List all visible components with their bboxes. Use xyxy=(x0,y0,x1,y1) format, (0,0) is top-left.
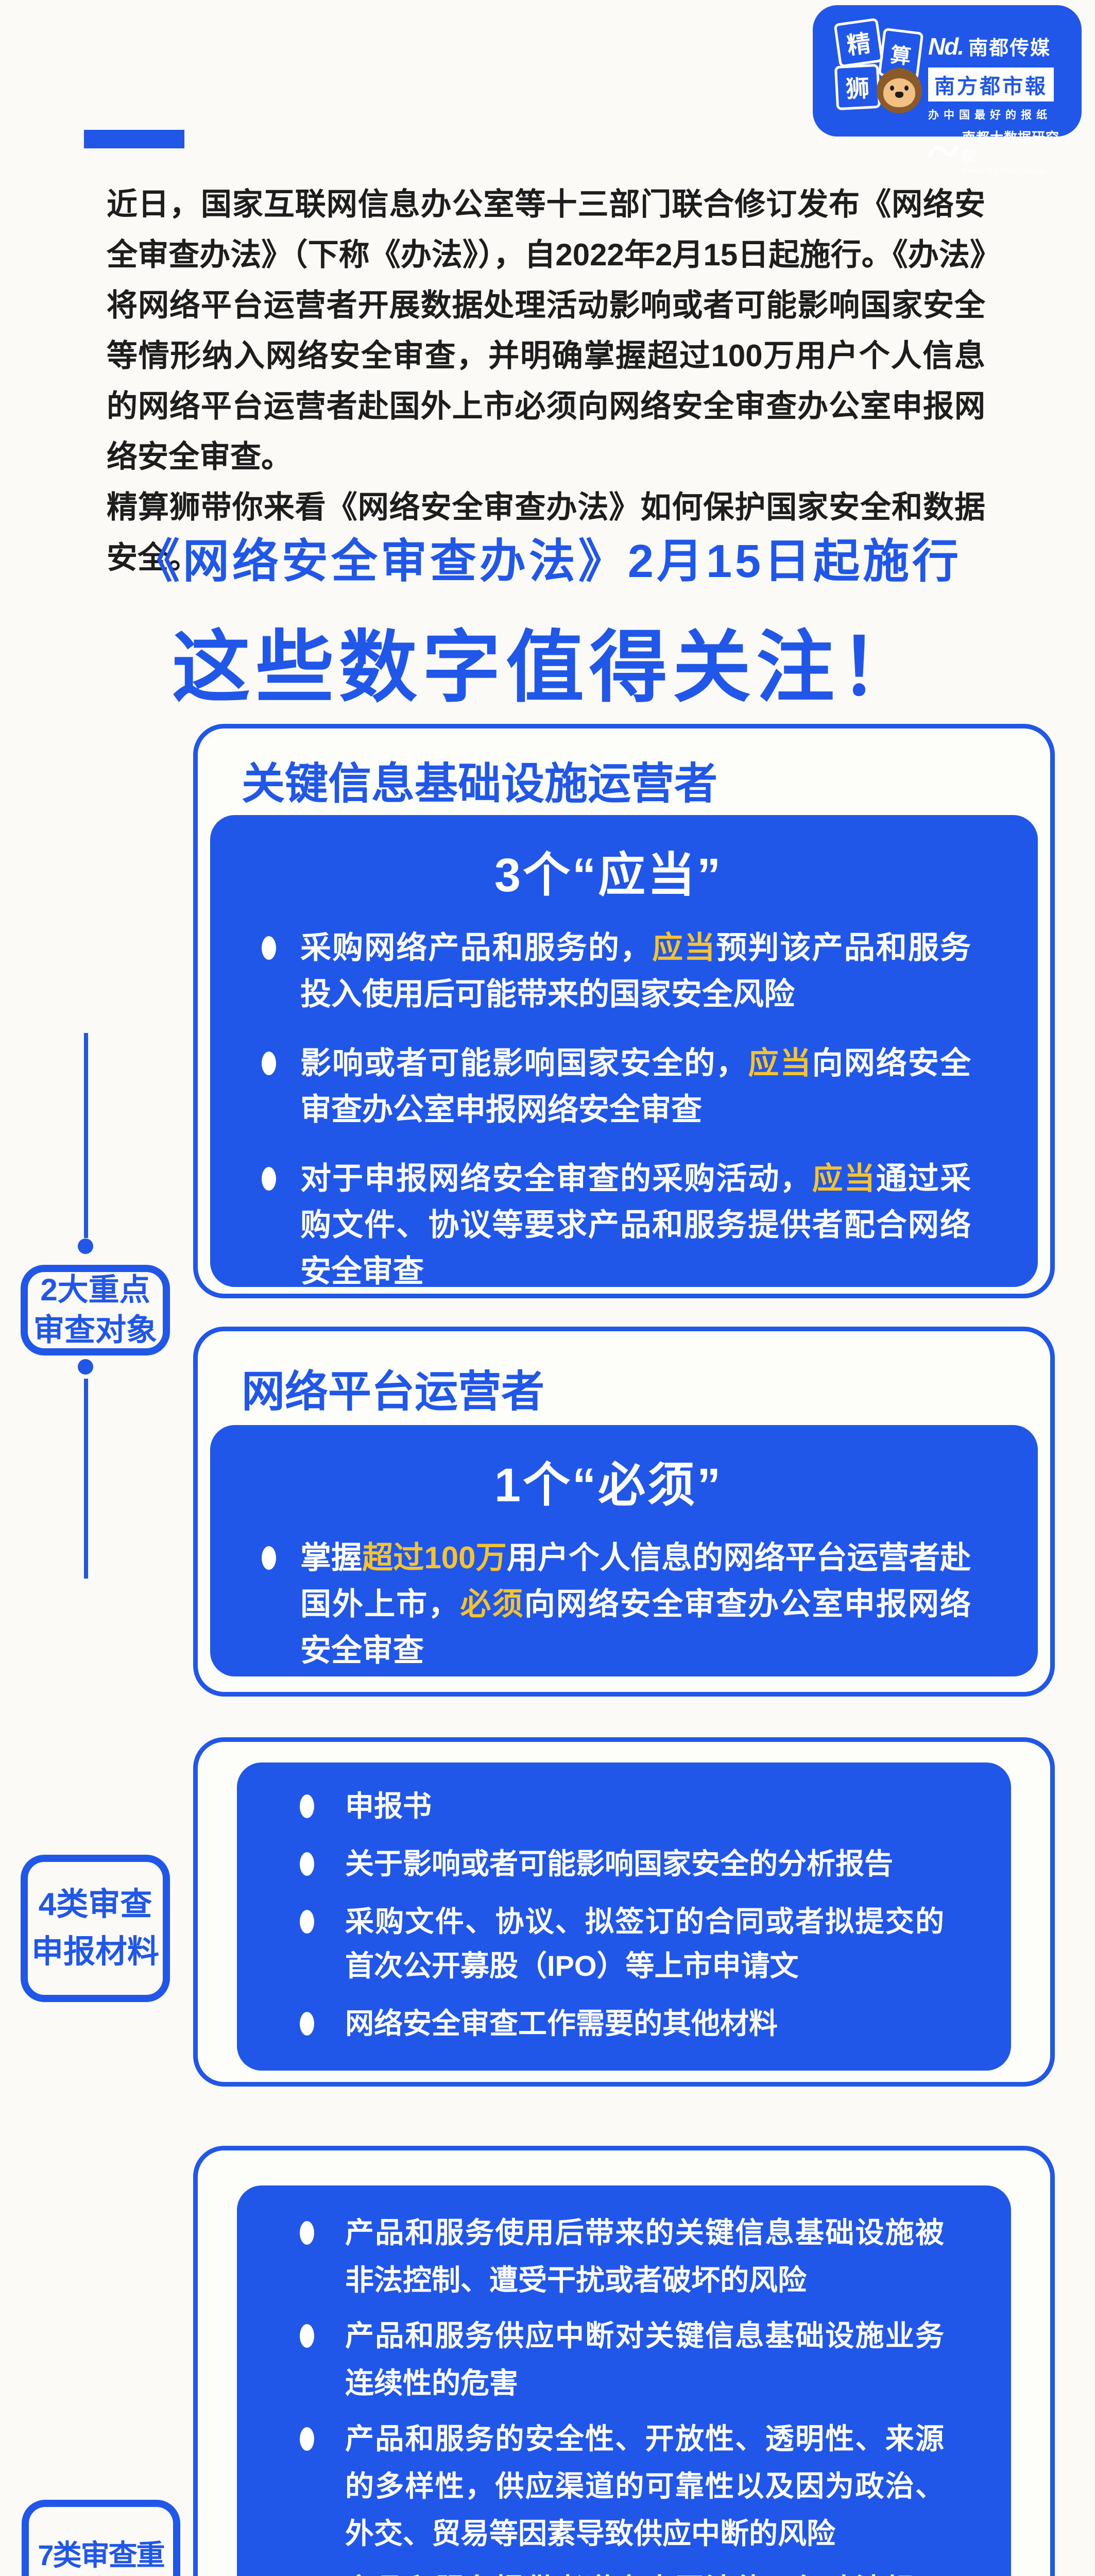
mascot-tile-jing: 精 xyxy=(833,18,884,68)
side-label-line: 2大重点 xyxy=(40,1273,150,1307)
blue-panel-risk-factors: 产品和服务使用后带来的关键信息基础设施被非法控制、遭受干扰或者破坏的风险 产品和… xyxy=(237,2185,1011,2576)
side-label-line: 申报材料 xyxy=(31,1934,159,1970)
section-heading: 关键信息基础设施运营者 xyxy=(242,759,718,808)
side-label-review-targets: 2大重点 审查对象 xyxy=(21,1265,170,1355)
blue-panel-materials: 申报书 关于影响或者可能影响国家安全的分析报告 采购文件、协议、拟签订的合同或者… xyxy=(237,1762,1011,2071)
lion-eye-right xyxy=(904,86,909,91)
side-label-risk-factors: 7类审查重 点评估的 国家安全 风险因素 xyxy=(22,2500,180,2576)
lion-nose xyxy=(895,92,903,98)
bullet-list: 申报书 关于影响或者可能影响国家安全的分析报告 采购文件、协议、拟签订的合同或者… xyxy=(268,1784,944,2046)
bullet-item: 申报书 xyxy=(268,1784,944,1828)
brand-name: 南都传媒 xyxy=(968,38,1051,59)
mascot-tile-shi: 狮 xyxy=(834,63,881,111)
title-line-1: 《网络安全审查办法》2月15日起施行 xyxy=(133,536,962,587)
bullet-list: 采购网络产品和服务的，应当预判该产品和服务投入使用后可能带来的国家安全风险 影响… xyxy=(246,925,971,1287)
bullet-item: 产品和服务供应中断对关键信息基础设施业务连续性的危害 xyxy=(268,2312,944,2407)
newspaper-name: 南方都市報 xyxy=(934,75,1048,98)
brand-column: Nd. 南都传媒 南方都市報 办中国最好的报纸 南都大数据研究院 Nandu B… xyxy=(928,32,1072,175)
bracket-line-top xyxy=(84,1033,88,1238)
wave-logo-icon xyxy=(928,145,958,157)
bracket-line-bottom xyxy=(84,1379,88,1579)
side-label-line: 7类审查重 xyxy=(38,2539,165,2571)
mascot-lion-logo: 精 算 狮 xyxy=(813,5,931,137)
bullet-item: 产品和服务的安全性、开放性、透明性、来源的多样性，供应渠道的可靠性以及因为政治、… xyxy=(268,2415,944,2557)
institute-name-en: Nandu Big Data Institute xyxy=(962,166,1046,175)
bullet-item: 产品和服务提供者遵守中国法律、行政法规、部门规章情况 xyxy=(268,2566,944,2576)
bullet-item: 对于申报网络安全审查的采购活动，应当通过采购文件、协议等要求产品和服务提供者配合… xyxy=(246,1156,971,1287)
institute-row: 南都大数据研究院 Nandu Big Data Institute xyxy=(928,127,1072,175)
bullet-list: 产品和服务使用后带来的关键信息基础设施被非法控制、遭受干扰或者破坏的风险 产品和… xyxy=(268,2209,944,2576)
side-label-line: 审查对象 xyxy=(33,1313,157,1347)
accent-bar xyxy=(84,130,184,148)
nd-logo: Nd. xyxy=(928,33,964,60)
institute-name-cn: 南都大数据研究院 xyxy=(962,130,1060,164)
intro-paragraph-1: 近日，国家互联网信息办公室等十三部门联合修订发布《网络安全审查办法》（下称《办法… xyxy=(107,187,985,474)
bracket-dot-bottom xyxy=(78,1359,93,1375)
blue-panel-should: 3个“应当” 采购网络产品和服务的，应当预判该产品和服务投入使用后可能带来的国家… xyxy=(210,815,1038,1287)
intro-paragraph-2: 精算狮带你来看《网络安全审查办法》如何保护国家安全和数据安全。 xyxy=(107,490,985,575)
bullet-item: 采购文件、协议、拟签订的合同或者拟提交的首次公开募股（IPO）等上市申请文 xyxy=(268,1900,944,1988)
blue-panel-must: 1个“必须” 掌握超过100万用户个人信息的网络平台运营者赴国外上市，必须向网络… xyxy=(210,1425,1038,1676)
bullet-item: 掌握超过100万用户个人信息的网络平台运营者赴国外上市，必须向网络安全审查办公室… xyxy=(246,1535,971,1674)
title-line-2: 这些数字值得关注！ xyxy=(172,624,923,711)
section-critical-infra-operators: 关键信息基础设施运营者 3个“应当” 采购网络产品和服务的，应当预判该产品和服务… xyxy=(193,724,1055,1298)
panel-badge: 1个“必须” xyxy=(494,1459,723,1512)
newspaper-slogan: 办中国最好的报纸 xyxy=(928,109,1052,121)
lion-eye-left xyxy=(890,86,894,91)
panel-badge: 3个“应当” xyxy=(494,849,723,902)
intro-paragraphs: 近日，国家互联网信息办公室等十三部门联合修订发布《网络安全审查办法》（下称《办法… xyxy=(107,179,985,583)
side-label-materials: 4类审查 申报材料 xyxy=(21,1855,170,2002)
section-network-platform-operators: 网络平台运营者 1个“必须” 掌握超过100万用户个人信息的网络平台运营者赴国外… xyxy=(193,1327,1055,1697)
newspaper-name-badge: 南方都市報 xyxy=(928,67,1054,101)
title-block: 《网络安全审查办法》2月15日起施行 这些数字值得关注！ xyxy=(0,523,1095,717)
bullet-item: 网络安全审查工作需要的其他材料 xyxy=(268,2002,944,2046)
section-declaration-materials: 申报书 关于影响或者可能影响国家安全的分析报告 采购文件、协议、拟签订的合同或者… xyxy=(193,1737,1055,2087)
brand-row: Nd. 南都传媒 xyxy=(928,32,1072,60)
bullet-item: 采购网络产品和服务的，应当预判该产品和服务投入使用后可能带来的国家安全风险 xyxy=(246,925,971,1018)
side-label-line: 4类审查 xyxy=(38,1887,152,1922)
section-heading: 网络平台运营者 xyxy=(242,1367,545,1416)
lion-face-icon xyxy=(877,68,922,113)
lion-face xyxy=(883,78,915,107)
section-risk-factors: 产品和服务使用后带来的关键信息基础设施被非法控制、遭受干扰或者破坏的风险 产品和… xyxy=(193,2146,1055,2576)
bullet-item: 产品和服务使用后带来的关键信息基础设施被非法控制、遭受干扰或者破坏的风险 xyxy=(268,2209,944,2304)
brand-logo-card: 精 算 狮 Nd. 南都传媒 南方都市報 办中国最好的报纸 xyxy=(813,5,1082,175)
institute-names: 南都大数据研究院 Nandu Big Data Institute xyxy=(962,127,1072,175)
bullet-item: 影响或者可能影响国家安全的，应当向网络安全审查办公室申报网络安全审查 xyxy=(246,1040,971,1133)
bullet-item: 关于影响或者可能影响国家安全的分析报告 xyxy=(268,1842,944,1886)
bullet-list: 掌握超过100万用户个人信息的网络平台运营者赴国外上市，必须向网络安全审查办公室… xyxy=(246,1535,971,1674)
bracket-dot-top xyxy=(78,1239,93,1254)
